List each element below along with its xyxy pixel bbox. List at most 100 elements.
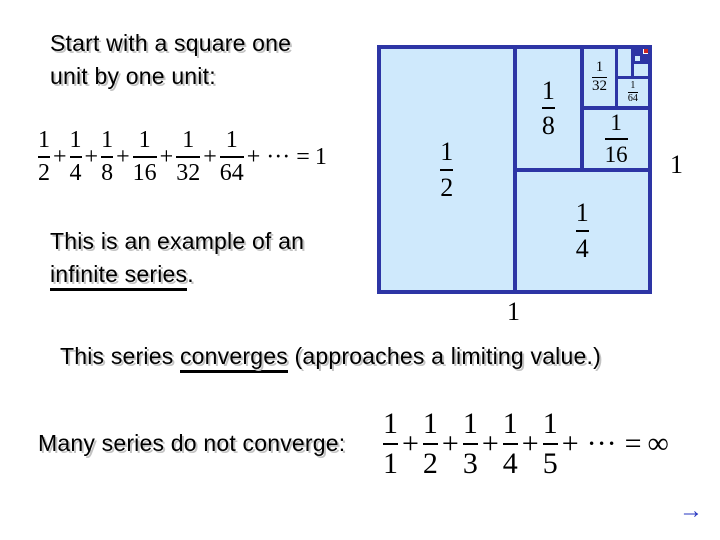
fraction-numerator: 1	[542, 407, 558, 440]
fraction-bar	[591, 77, 607, 79]
infinite-series-text: This is an example of an infinite series…	[50, 225, 304, 291]
converges-text: This series converges (approaches a limi…	[60, 340, 601, 373]
fraction-numerator: 1	[630, 79, 636, 91]
fraction-denominator: 2	[422, 446, 438, 480]
fraction-numerator: 1	[182, 127, 195, 153]
plus-operator: +	[481, 426, 499, 460]
underlined-term: converges	[179, 343, 288, 373]
fraction-denominator: 64	[627, 93, 638, 105]
square-side-length-label: 1	[670, 150, 683, 179]
fraction-denominator: 4	[575, 233, 589, 263]
square-bottom-length-label: 1	[507, 297, 520, 326]
converges-post: (approaches a limiting value.)	[287, 343, 601, 369]
fraction-numerator: 1	[383, 407, 398, 440]
ellipsis-operator: ···	[266, 143, 291, 170]
fraction-bar	[462, 442, 478, 445]
underlined-term: infinite series	[50, 261, 188, 291]
plus-operator: +	[84, 143, 99, 170]
infinity-symbol: ∞	[647, 426, 669, 460]
infinite-series-line-1: This is an example of an	[50, 228, 305, 254]
equals-operator: =	[296, 143, 310, 170]
fraction-numerator: 1	[69, 127, 82, 153]
fraction-numerator: 1	[502, 407, 518, 440]
fraction-bar	[383, 442, 398, 445]
plus-operator: +	[53, 143, 67, 170]
slide-title: Start with a square one unit by one unit…	[50, 27, 291, 93]
equation-result: 1	[314, 143, 327, 170]
fraction-bar	[440, 168, 454, 171]
next-slide-arrow-icon[interactable]: →	[679, 497, 703, 524]
fraction-bar	[541, 107, 555, 110]
fraction-denominator: 32	[176, 160, 201, 187]
tiny-corner-column	[634, 49, 648, 76]
tiny-strip	[617, 49, 648, 80]
diverges-text: Many series do not converge:	[38, 430, 346, 456]
fraction-numerator: 1	[138, 127, 151, 153]
fraction-denominator: 2	[38, 160, 50, 187]
fraction-bar	[69, 156, 82, 159]
fraction-denominator: 8	[541, 111, 555, 141]
fraction-bar	[176, 156, 201, 159]
fraction-denominator: 8	[101, 160, 114, 187]
fraction-denominator: 16	[604, 141, 628, 167]
fraction-denominator: 16	[132, 160, 157, 187]
plus-operator: +	[402, 426, 419, 460]
plus-operator: +	[159, 143, 174, 170]
plus-operator: +	[561, 426, 579, 460]
fraction-denominator: 3	[462, 446, 478, 480]
fraction-numerator: 1	[575, 198, 589, 228]
fraction-numerator: 1	[225, 127, 238, 153]
fraction-bar	[132, 156, 157, 159]
plus-operator: +	[203, 143, 217, 170]
fraction-denominator: 64	[219, 160, 244, 187]
plus-operator: +	[441, 426, 459, 460]
fraction-denominator: 2	[440, 172, 454, 202]
tiny-cell	[635, 55, 641, 61]
fraction-numerator: 1	[38, 127, 50, 153]
fraction-bar	[627, 92, 638, 94]
plus-operator: +	[116, 143, 130, 170]
limit-point-marker	[643, 49, 648, 54]
title-line-2: unit by one unit:	[50, 63, 216, 89]
fraction-numerator: 1	[462, 407, 478, 440]
equals-operator: =	[624, 426, 642, 460]
fraction-denominator: 4	[502, 446, 518, 480]
fraction-numerator: 1	[541, 75, 555, 105]
cell-one-256-unlabeled	[634, 64, 648, 77]
fraction-bar	[422, 442, 438, 445]
converges-pre: This series	[60, 343, 180, 369]
fraction-numerator: 1	[422, 407, 438, 440]
fraction-bar	[542, 442, 558, 445]
fraction-bar	[38, 156, 50, 159]
fraction-bar	[101, 156, 114, 159]
infinite-series-line-2: infinite series.	[50, 258, 304, 291]
fraction-denominator: 1	[383, 446, 398, 480]
infinite-subdivision-corner	[634, 49, 648, 64]
title-line-1: Start with a square one	[50, 30, 292, 56]
